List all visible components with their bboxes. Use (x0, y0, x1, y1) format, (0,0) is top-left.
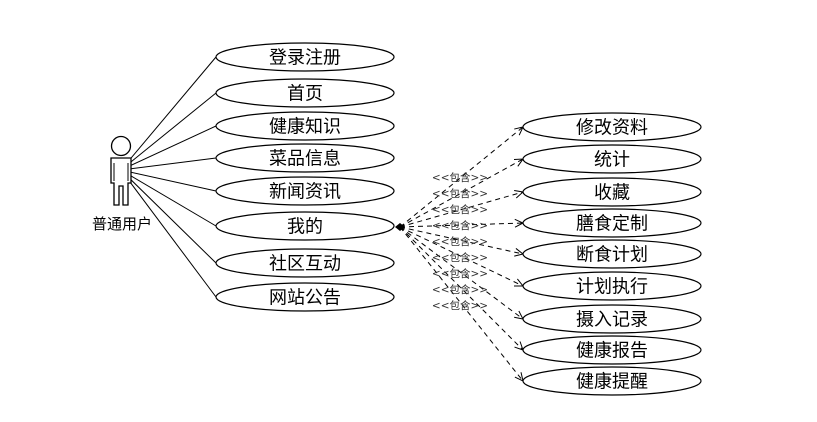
use-case-ellipse[interactable] (215, 78, 395, 108)
stick-figure-icon (110, 135, 132, 206)
include-line (399, 191, 524, 228)
include-line (399, 222, 524, 228)
association-line (120, 92, 217, 171)
use-case-label: 菜品信息 (269, 149, 341, 170)
include-line (399, 226, 524, 287)
use-case-label: 健康知识 (269, 117, 341, 138)
use-case-label: 新闻资讯 (269, 182, 341, 203)
use-case-label: 断食计划 (576, 245, 648, 266)
use-case-ellipse[interactable] (522, 177, 702, 207)
use-case-ellipse[interactable] (215, 111, 395, 141)
use-case-ellipse[interactable] (215, 282, 395, 312)
use-case-ellipse[interactable] (522, 208, 702, 238)
association-line (120, 169, 217, 192)
included-use-case-7[interactable]: 摄入记录 (522, 304, 702, 334)
association-line (120, 125, 217, 171)
use-case-label: 收藏 (594, 183, 630, 204)
use-case-label: 我的 (287, 217, 323, 238)
use-case-5[interactable]: 新闻资讯 (215, 176, 395, 206)
association-line (120, 169, 217, 298)
use-case-8[interactable]: 网站公告 (215, 282, 395, 312)
use-case-ellipse[interactable] (522, 239, 702, 269)
use-case-label: 网站公告 (269, 288, 341, 309)
include-line (399, 226, 524, 382)
use-case-ellipse[interactable] (522, 271, 702, 301)
included-use-case-2[interactable]: 统计 (522, 144, 702, 174)
use-case-1[interactable]: 登录注册 (215, 42, 395, 72)
include-stereotype-label: <<包含>> (432, 299, 488, 312)
use-case-ellipse[interactable] (522, 366, 702, 396)
include-hub-marker (395, 223, 405, 231)
use-case-label: 计划执行 (576, 277, 648, 298)
include-line (399, 226, 524, 351)
use-case-7[interactable]: 社区互动 (215, 248, 395, 278)
include-stereotype-label: <<包含>> (432, 187, 488, 200)
include-line (399, 226, 524, 320)
association-line (120, 157, 217, 171)
use-case-ellipse[interactable] (522, 144, 702, 174)
use-case-ellipse[interactable] (215, 211, 395, 241)
actor-label: 普通用户 (92, 215, 152, 233)
include-line (399, 158, 524, 228)
use-case-ellipse[interactable] (522, 335, 702, 365)
include-stereotype-label: <<包含>> (432, 171, 488, 184)
use-case-label: 统计 (594, 150, 630, 171)
actor: 普通用户 (92, 135, 152, 233)
included-use-case-8[interactable]: 健康报告 (522, 335, 702, 365)
use-case-label: 社区互动 (269, 254, 341, 275)
include-labels: <<包含>> <<包含>> <<包含>> <<包含>> <<包含>> <<包含>> <<包含… (432, 171, 488, 312)
use-case-label: 修改资料 (576, 118, 648, 139)
use-case-label: 健康报告 (576, 341, 648, 362)
use-case-ellipse[interactable] (215, 143, 395, 173)
use-case-ellipse[interactable] (522, 112, 702, 142)
include-arrowhead (514, 310, 524, 320)
use-case-3[interactable]: 健康知识 (215, 111, 395, 141)
included-use-case-4[interactable]: 膳食定制 (522, 208, 702, 238)
included-use-case-5[interactable]: 断食计划 (522, 239, 702, 269)
use-case-ellipse[interactable] (215, 248, 395, 278)
use-case-label: 健康提醒 (576, 372, 648, 393)
association-line (120, 169, 217, 264)
use-case-4[interactable]: 菜品信息 (215, 143, 395, 173)
included-use-case-1[interactable]: 修改资料 (522, 112, 702, 142)
included-use-case-6[interactable]: 计划执行 (522, 271, 702, 301)
use-case-ellipse[interactable] (215, 42, 395, 72)
use-case-2[interactable]: 首页 (215, 78, 395, 108)
use-case-6[interactable]: 我的 (215, 211, 395, 241)
use-case-ellipse[interactable] (522, 304, 702, 334)
include-arrowhead (513, 158, 525, 167)
include-stereotype-label: <<包含>> (432, 267, 488, 280)
included-use-case-9[interactable]: 健康提醒 (522, 366, 702, 396)
included-use-case-3[interactable]: 收藏 (522, 177, 702, 207)
include-stereotype-label: <<包含>> (432, 283, 488, 296)
use-case-label: 摄入记录 (576, 310, 648, 331)
association-lines (120, 56, 217, 298)
use-case-label: 登录注册 (269, 48, 341, 69)
association-line (120, 169, 217, 227)
association-line (120, 56, 217, 171)
use-case-label: 膳食定制 (576, 214, 648, 235)
use-case-ellipse[interactable] (215, 176, 395, 206)
include-stereotype-label: <<包含>> (432, 203, 488, 216)
include-lines (399, 126, 525, 382)
include-stereotype-label: <<包含>> (432, 235, 488, 248)
include-stereotype-label: <<包含>> (432, 251, 488, 264)
use-case-label: 首页 (287, 84, 323, 105)
include-line (399, 226, 524, 255)
include-stereotype-label: <<包含>> (432, 219, 488, 232)
